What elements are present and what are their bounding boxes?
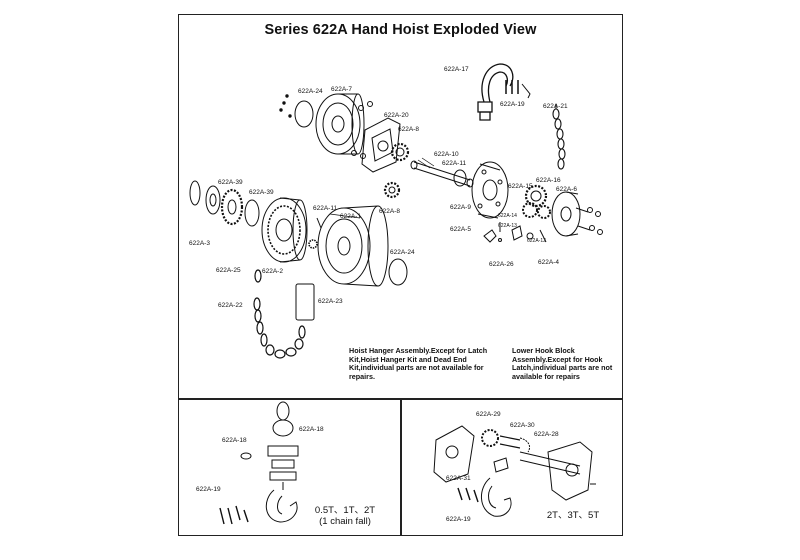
right-label-622a-19: 622A-19 <box>446 516 471 523</box>
hand-wheel <box>262 198 307 262</box>
label-622a-8-lower: 622A-8 <box>379 208 400 215</box>
chain-guide <box>296 284 314 320</box>
shaft-washer <box>454 170 466 186</box>
label-622a-6: 622A-6 <box>556 186 577 193</box>
label-622a-26: 622A-26 <box>489 261 514 268</box>
label-622a-39-right: 622A-39 <box>249 189 274 196</box>
hook-block-large <box>434 426 596 516</box>
key-pin <box>309 218 321 248</box>
label-622a-4: 622A-4 <box>538 259 559 266</box>
upper-hook <box>478 64 513 120</box>
label-622a-11-right: 622A-11 <box>442 160 467 167</box>
diagram-right-subframe <box>400 398 623 536</box>
label-622a-25: 622A-25 <box>216 267 241 274</box>
label-622a-2: 622A-2 <box>262 268 283 275</box>
label-622a-24-lower: 622A-24 <box>390 249 415 256</box>
upper-latch-kit <box>506 80 530 98</box>
label-622a-14: 622A-14 <box>498 213 517 219</box>
label-622a-21: 622A-21 <box>543 103 568 110</box>
hanger-assembly-small <box>220 402 298 524</box>
label-622a-11-left: 622A-11 <box>313 205 338 212</box>
left-label-622a-18-b: 622A-18 <box>299 426 324 433</box>
end-cover <box>552 192 580 236</box>
label-622a-13: 622A-13 <box>498 223 517 229</box>
label-622a-19-upper: 622A-19 <box>500 101 525 108</box>
label-622a-10: 622A-10 <box>434 151 459 158</box>
left-washers <box>190 181 259 226</box>
label-622a-39-left: 622A-39 <box>218 179 243 186</box>
left-capacity-line1: 0.5T、1T、2T <box>314 505 376 516</box>
small-gear-lower <box>385 183 399 197</box>
label-622a-23: 622A-23 <box>318 298 343 305</box>
hanger-assembly-note: Hoist Hanger Assembly.Except for Latch K… <box>349 346 488 381</box>
hook-block-note: Lower Hook Block Assembly.Except for Hoo… <box>512 346 613 381</box>
right-label-622a-30: 622A-30 <box>510 422 535 429</box>
frame-plate <box>472 162 508 218</box>
small-pins <box>280 95 291 117</box>
right-capacity-caption: 2T、3T、5T <box>546 510 600 521</box>
label-622a-24-upper: 622A-24 <box>298 88 323 95</box>
gasket-ring-lower <box>389 259 407 285</box>
label-622a-17: 622A-17 <box>444 66 469 73</box>
label-622a-3: 622A-3 <box>189 240 210 247</box>
left-capacity-caption: 0.5T、1T、2T (1 chain fall) <box>300 505 390 527</box>
side-cover <box>316 94 364 154</box>
label-622a-7: 622A-7 <box>331 86 352 93</box>
label-622a-1: 622A-1 <box>340 213 361 220</box>
gear-cluster <box>523 186 550 218</box>
right-label-622a-28: 622A-28 <box>534 431 559 438</box>
pawl-parts <box>484 222 546 242</box>
label-622a-5: 622A-5 <box>450 226 471 233</box>
right-label-622a-29: 622A-29 <box>476 411 501 418</box>
nuts-right <box>576 208 603 235</box>
label-622a-15: 622A-15 <box>508 183 533 190</box>
small-gear-upper <box>392 144 408 160</box>
diagram-left-subframe <box>178 398 402 536</box>
left-label-622a-19: 622A-19 <box>196 486 221 493</box>
label-622a-8-upper: 622A-8 <box>398 126 419 133</box>
left-capacity-line2: (1 chain fall) <box>319 516 371 527</box>
load-chain-upper <box>553 104 565 169</box>
label-622a-22: 622A-22 <box>218 302 243 309</box>
label-622a-12: 622A-12 <box>527 238 546 244</box>
right-label-622a-31: 622A-31 <box>446 475 471 482</box>
label-622a-16: 622A-16 <box>536 177 561 184</box>
diagram-title: Series 622A Hand Hoist Exploded View <box>264 22 537 38</box>
left-label-622a-18-a: 622A-18 <box>222 437 247 444</box>
label-622a-20: 622A-20 <box>384 112 409 119</box>
label-622a-9: 622A-9 <box>450 204 471 211</box>
chain-drum <box>318 206 388 286</box>
hand-chain <box>254 270 305 358</box>
gasket-ring <box>295 101 313 127</box>
